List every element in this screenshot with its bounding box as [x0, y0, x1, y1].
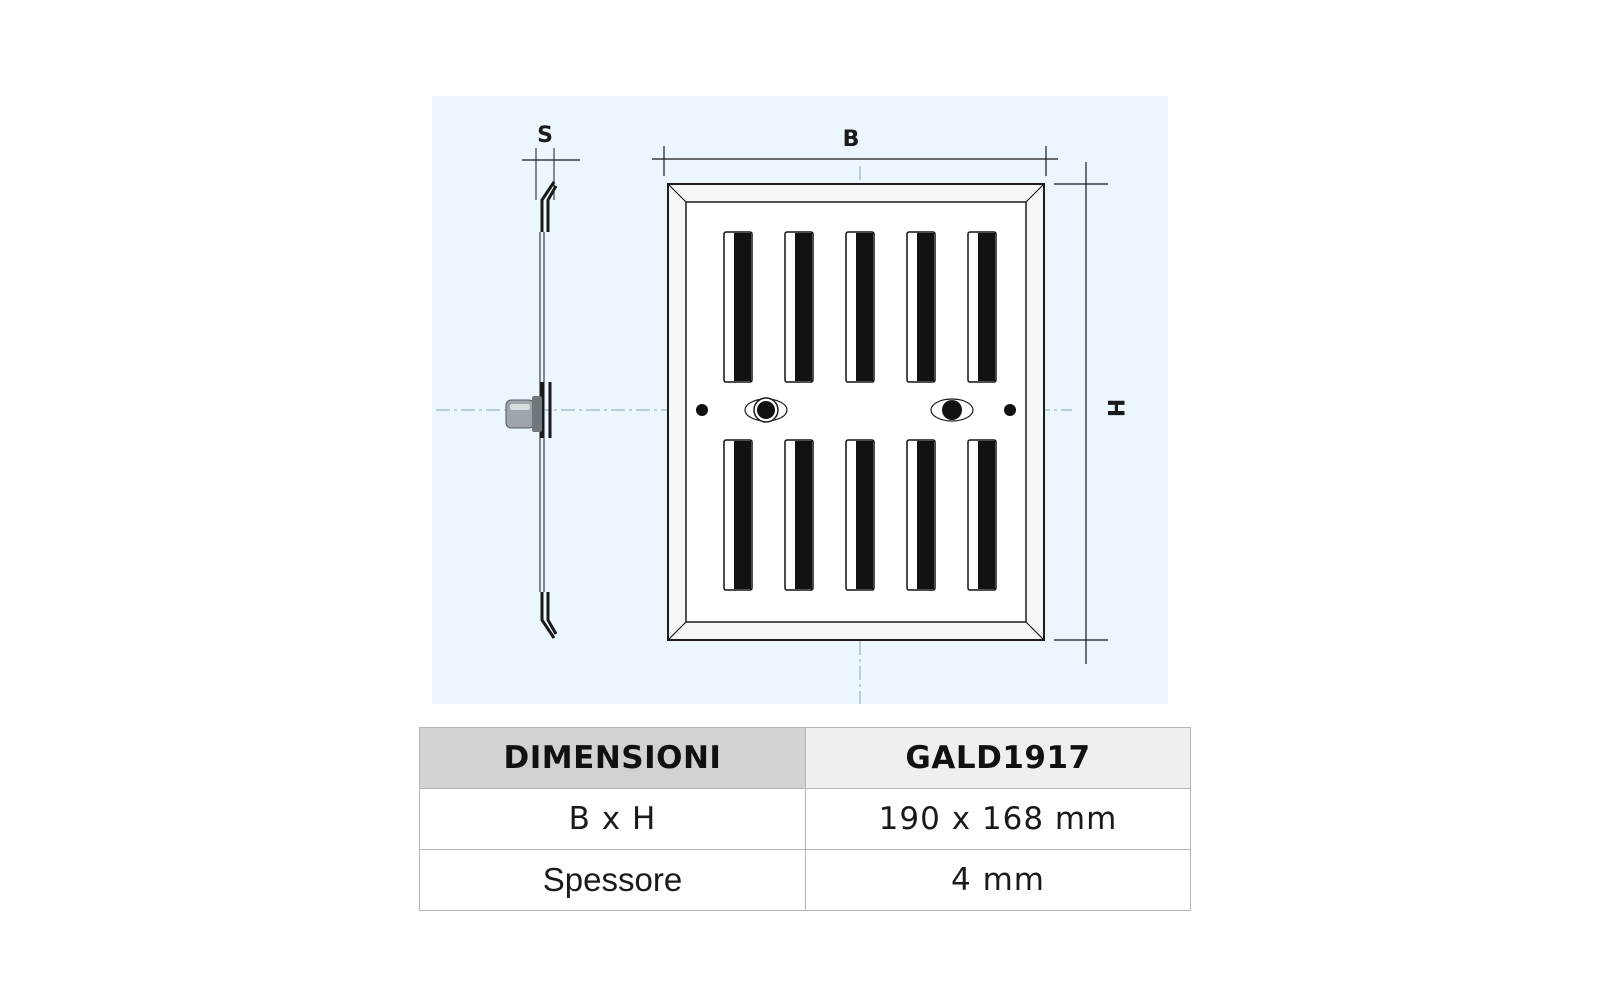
vent-slot-shadow — [795, 441, 812, 589]
row-label-bxh: B x H — [419, 788, 806, 850]
label-h: H — [1102, 399, 1127, 417]
label-s: S — [537, 123, 553, 148]
vent-slot-shadow — [734, 233, 751, 381]
table-header-row: DIMENSIONI GALD1917 — [419, 727, 1191, 789]
vent-slot-shadow — [795, 233, 812, 381]
label-b: B — [843, 127, 860, 152]
row-value-bxh: 190 x 168 mm — [805, 788, 1191, 850]
screw-hole-left — [696, 404, 708, 416]
vent-slot-shadow — [734, 441, 751, 589]
profile-top-bend-inner — [546, 185, 558, 232]
vent-slot-shadow — [917, 233, 934, 381]
table-row: B x H 190 x 168 mm — [419, 788, 1191, 850]
vent-slot-shadow — [917, 441, 934, 589]
slider-knob-left — [744, 397, 788, 423]
header-product-code: GALD1917 — [805, 727, 1191, 789]
profile-bottom-bend-inner — [546, 592, 558, 635]
table-row: Spessore 4 mm — [419, 849, 1191, 911]
profile-bottom-bend — [540, 592, 556, 639]
b-dimension — [652, 146, 1058, 176]
vent-slot-shadow — [978, 441, 995, 589]
knob-icon — [505, 396, 542, 432]
screw-hole-right — [1004, 404, 1016, 416]
dimensions-table: DIMENSIONI GALD1917 B x H 190 x 168 mm S… — [419, 727, 1191, 911]
technical-drawing-panel: S — [432, 96, 1168, 704]
vent-grille-drawing: S — [436, 123, 1127, 704]
vent-slots — [723, 231, 997, 591]
h-dimension — [1054, 162, 1108, 664]
side-profile-view — [522, 148, 580, 639]
row-value-spessore: 4 mm — [805, 849, 1191, 911]
header-dimensioni: DIMENSIONI — [419, 727, 806, 789]
vent-slot-shadow — [856, 441, 873, 589]
front-view — [652, 146, 1108, 664]
vent-slot-shadow — [978, 233, 995, 381]
slider-knob-right — [930, 398, 974, 422]
vent-slot-shadow — [856, 233, 873, 381]
profile-top-bend — [540, 181, 556, 232]
row-label-spessore: Spessore — [419, 849, 806, 911]
frame-bevel-corners — [667, 183, 1045, 641]
